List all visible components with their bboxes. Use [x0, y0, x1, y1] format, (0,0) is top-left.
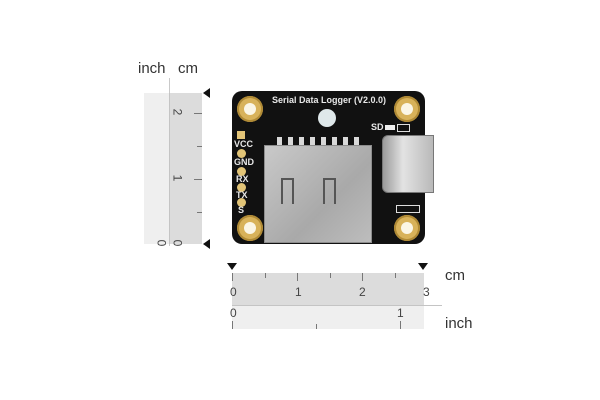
microsd-card-slot — [264, 145, 372, 243]
pin-pad — [237, 167, 246, 176]
mounting-hole — [237, 215, 263, 241]
vertical-inch-number: 0 — [154, 239, 169, 247]
mounting-hole — [394, 215, 420, 241]
pin-square-pad — [237, 131, 245, 139]
horizontal-cm-number: 2 — [359, 285, 366, 299]
pin-pad — [237, 198, 246, 207]
pin-label-rx: RX — [236, 174, 249, 184]
pin-label-gnd: GND — [234, 157, 254, 167]
horizontal-cm-scale: 0 1 2 — [230, 273, 424, 305]
vertical-cm-number: 0 — [170, 239, 185, 247]
vertical-cm-label: cm — [178, 60, 198, 77]
pin-label-tx: TX — [236, 190, 248, 200]
robot-logo-icon — [318, 109, 336, 127]
pin-label-vcc: VCC — [234, 139, 254, 149]
vertical-inch-label: inch — [138, 60, 166, 77]
serial-data-logger-board: Serial Data Logger (V2.0.0) SD VCC GND R… — [232, 91, 434, 244]
horizontal-inch-number: 1 — [397, 306, 404, 320]
horizontal-cm-label: cm — [445, 267, 465, 284]
board-title: Serial Data Logger (V2.0.0) — [272, 95, 387, 105]
horizontal-inch-number: 0 — [230, 306, 237, 320]
sd-led — [385, 125, 395, 130]
bottom-marker-icon — [203, 239, 210, 249]
sd-led-label: SD — [371, 122, 384, 132]
right-marker-icon — [418, 263, 428, 270]
horizontal-cm-number: 0 — [230, 285, 237, 299]
pin-pad — [237, 183, 246, 192]
vertical-inch-scale — [144, 93, 169, 244]
top-marker-icon — [203, 88, 210, 98]
horizontal-cm-number: 3 — [423, 285, 430, 299]
pin-pad — [237, 149, 246, 158]
solder-jumper — [396, 205, 420, 213]
led-resistor — [397, 124, 410, 132]
horizontal-cm-number: 1 — [295, 285, 302, 299]
vertical-cm-scale: 2 1 0 — [169, 93, 202, 247]
mounting-hole — [237, 96, 263, 122]
horizontal-ruler-divider — [232, 305, 442, 306]
mounting-hole — [394, 96, 420, 122]
vertical-cm-number: 1 — [170, 174, 185, 182]
horizontal-inch-scale: 0 1 — [230, 306, 424, 329]
usb-c-connector — [382, 135, 434, 193]
left-marker-icon — [227, 263, 237, 270]
vertical-cm-number: 2 — [170, 108, 185, 116]
horizontal-inch-label: inch — [445, 315, 473, 332]
pin-label-s: S — [238, 205, 245, 215]
